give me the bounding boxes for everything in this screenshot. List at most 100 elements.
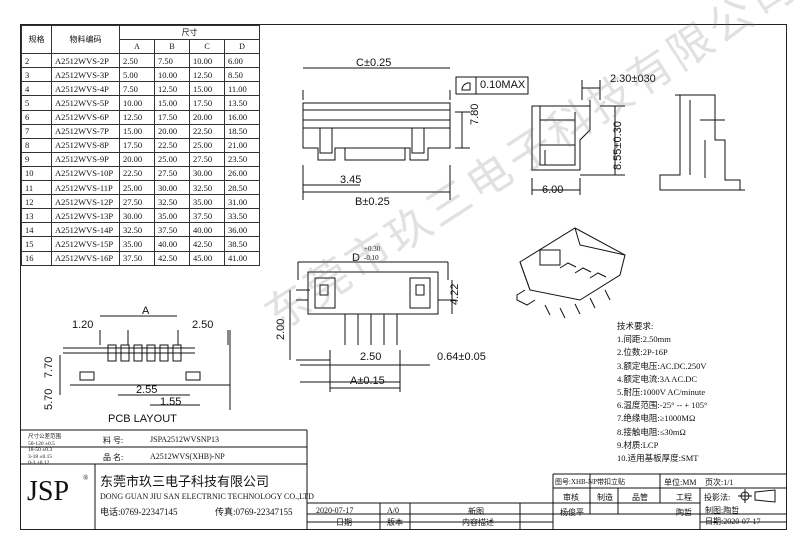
dim-780: 7.80 (469, 103, 481, 125)
pad (159, 344, 169, 362)
pad (120, 344, 130, 362)
review-label: 审核 (563, 493, 579, 502)
cell-part: A2512WVS-16P (51, 250, 120, 266)
cell-d: 41.00 (224, 250, 260, 266)
dim-a: A±0.15 (350, 375, 385, 387)
pcb-dim-a: A (142, 305, 150, 317)
dim-250b: 2.50 (360, 351, 382, 363)
company-name-en: DONG GUAN JIU SAN ELECTRNIC TECHNOLOGY C… (100, 492, 314, 501)
drawing-frame (20, 24, 787, 530)
designer-name: 杨俊平 (560, 508, 584, 517)
registered-mark: ® (83, 474, 89, 482)
rev-desc: 新图 (468, 507, 484, 516)
company-fax: 传真:0769-22347155 (215, 507, 293, 517)
rev-date: 2020-07-17 (316, 506, 354, 515)
dim-d: D (352, 252, 360, 264)
dim-600: 6.00 (542, 184, 564, 196)
dim-230: 2.30±030 (610, 73, 656, 85)
cell-part: A2512WVS-6P (51, 109, 120, 125)
qc-label: 品管 (632, 493, 648, 502)
cell-b: 17.50 (154, 109, 190, 125)
note-item: 6.温度范围:-25° -- + 105° (617, 400, 708, 411)
tolerance-row: 0-3 ±0.12 (28, 460, 50, 466)
pcb-dim-120: 1.20 (72, 319, 94, 331)
note-item: 8.接触电阻:≤30mΩ (617, 426, 686, 437)
drawing-date: 日期:2020-07-17 (705, 517, 761, 526)
dim-flatness: 0.10MAX (480, 79, 526, 91)
pcb-dim-770: 7.70 (43, 356, 55, 378)
drawer-name: 陶哲 (676, 508, 692, 517)
cell-pins: 6 (21, 109, 52, 125)
note-item: 7.绝缘电阻:≥1000MΩ (617, 413, 696, 424)
cell-b: 10.00 (154, 67, 190, 83)
pcb-dim-155: 1.55 (160, 396, 182, 408)
pcb-dim-570: 5.70 (43, 388, 55, 410)
company-tel: 电话:0769-22347145 (100, 507, 178, 517)
eng-label: 工程 (676, 493, 692, 502)
cell-part: A2512WVS-3P (51, 67, 120, 83)
drawing-number: 图号:XHB-NP带扣立贴 (555, 478, 626, 486)
drawer-label: 制图:陶哲 (705, 506, 740, 515)
front-view (302, 67, 470, 200)
notes-title: 技术要求: (617, 321, 654, 331)
material-value: JSPA2512WVSNP13 (150, 435, 220, 444)
note-item: 10.适用基板厚度:SMT (617, 453, 699, 464)
cell-d: 6.00 (224, 53, 260, 69)
note-item: 3.额定电压:AC.DC.250V (617, 360, 707, 371)
cell-d: 11.00 (224, 81, 260, 97)
dim-345: 3.45 (340, 174, 362, 186)
note-item: 4.额定电流:3A AC.DC (617, 373, 698, 384)
note-item: 1.间距:2.50mm (617, 334, 671, 345)
side-3d-view (659, 94, 745, 191)
material-label: 料 号: (103, 436, 124, 445)
side-view (531, 80, 625, 195)
col-version: 版本 (387, 518, 403, 527)
cell-part: A2512WVS-5P (51, 95, 120, 111)
pad (133, 344, 143, 362)
note-item: 5.耐压:1000V AC/minute (617, 387, 706, 398)
cell-d: 13.50 (224, 95, 260, 111)
header-part: 物料编码 (51, 24, 120, 55)
pcb-dim-255: 2.55 (136, 384, 158, 396)
isometric-view (516, 227, 626, 319)
company-name-cn: 东莞市玖三电子科技有限公司 (100, 475, 270, 490)
pcb-dim-250: 2.50 (192, 319, 214, 331)
cell-c: 45.00 (189, 250, 225, 266)
note-item: 2.位数:2P-16P (617, 347, 668, 358)
pad (107, 344, 117, 362)
name-value: A2512WVS(XHB)-NP (150, 452, 225, 461)
pcb-layout (59, 315, 231, 410)
dim-422: 4.22 (449, 283, 461, 305)
col-date: 日期 (336, 518, 352, 527)
dim-b: B±0.25 (355, 196, 390, 208)
pad (146, 344, 156, 362)
cell-pins: 2 (21, 53, 52, 69)
tolerance-row: 50-120 ±0.5 (28, 440, 55, 447)
dim-c: C±0.25 (356, 57, 392, 69)
pcb-layout-title: PCB LAYOUT (108, 413, 177, 425)
note-item: 9.材质:LCP (617, 439, 659, 450)
rev-version: A/0 (387, 506, 399, 515)
cell-d: 8.50 (224, 67, 260, 83)
dim-d-tol-dn: -0.10 (364, 254, 379, 262)
company-logo: JSP (27, 476, 70, 507)
col-desc: 内容描述 (462, 518, 494, 527)
cell-d: 16.00 (224, 109, 260, 125)
tolerance-block: 尺寸公差范围 50-120 ±0.5 18-50 ±0.3 3-18 ±0.15… (28, 434, 61, 467)
dim-064: 0.64±0.05 (437, 351, 486, 363)
cell-a: 37.50 (119, 250, 155, 266)
unit: 单位:MM (664, 478, 697, 487)
projection-symbol (738, 489, 776, 503)
